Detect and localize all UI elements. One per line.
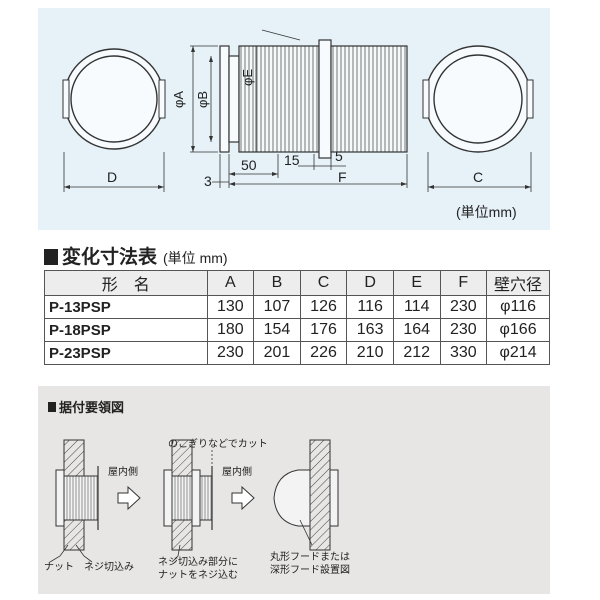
table-cell: 114 [392, 295, 441, 319]
front-view-right [422, 45, 534, 192]
table-cell: 201 [253, 341, 301, 365]
installation-title: 据付要領図 [48, 397, 124, 416]
header-cell: A [206, 270, 255, 296]
table-header-row: 形 名 A B C D E F 壁穴径 [44, 270, 550, 296]
label-screw-nut-line1: ネジ切込み部分に [158, 557, 238, 568]
installation-title-text: 据付要領図 [59, 400, 125, 415]
label-phi-e: φE [240, 69, 255, 86]
table-title-text: 変化寸法表 [62, 247, 158, 268]
header-cell: 形 名 [44, 270, 208, 296]
label-dim-15: 15 [284, 152, 300, 168]
table-unit: (単位 mm) [163, 250, 228, 266]
header-cell: 壁穴径 [486, 270, 550, 296]
header-cell: C [299, 270, 348, 296]
label-saw-cut: のこぎりなどでカット [168, 439, 268, 450]
install-step-1 [49, 439, 99, 563]
table-row: P-13PSP 130 107 126 116 114 230 φ116 [44, 295, 550, 319]
table-cell: 230 [206, 341, 255, 365]
model-cell: P-23PSP [44, 341, 208, 365]
table-cell: 154 [253, 318, 301, 342]
label-thread-in: ネジ切込み [84, 562, 134, 573]
label-dim-50: 50 [241, 157, 257, 173]
install-step-2 [163, 439, 213, 563]
table-cell: 107 [253, 295, 301, 319]
dimension-table: 形 名 A B C D E F 壁穴径 P-13PSP 130 107 126 … [44, 270, 550, 365]
label-d: D [107, 169, 117, 185]
table-row: P-23PSP 230 201 226 210 212 330 φ214 [44, 341, 550, 365]
label-c: C [473, 169, 483, 185]
side-view [190, 29, 408, 188]
label-hood-line2: 深形フード設置図 [270, 565, 350, 576]
label-phi-b: φB [195, 91, 210, 108]
unit-note: (単位mm) [456, 204, 517, 220]
table-cell: 210 [346, 341, 394, 365]
table-cell: 130 [206, 295, 255, 319]
table-cell: 116 [346, 295, 394, 319]
label-dim-3: 3 [204, 173, 212, 189]
label-f: F [338, 169, 347, 185]
label-nut: ナット [44, 562, 74, 573]
label-indoor-1: 屋内側 [108, 467, 138, 478]
table-cell: φ116 [486, 295, 550, 319]
dimension-drawing: φA φB φE D C 3 50 15 5 F [62, 29, 534, 192]
table-cell: 180 [206, 318, 255, 342]
arrow-right-icon [117, 485, 141, 511]
header-cell: B [253, 270, 301, 296]
table-cell: 176 [299, 318, 348, 342]
install-step-3 [273, 439, 339, 551]
square-bullet-icon [48, 402, 56, 412]
label-screw-nut-line2: ナットをネジ込む [158, 570, 238, 581]
label-hood-line1: 丸形フードまたは [270, 552, 350, 563]
arrow-right-icon [231, 485, 255, 511]
table-cell: 226 [299, 341, 348, 365]
front-view-left [62, 48, 166, 192]
header-cell: E [392, 270, 441, 296]
table-cell: 212 [392, 341, 441, 365]
table-cell: φ214 [486, 341, 550, 365]
table-cell: 126 [299, 295, 348, 319]
label-indoor-2: 屋内側 [222, 467, 252, 478]
table-cell: 330 [439, 341, 488, 365]
model-cell: P-13PSP [44, 295, 208, 319]
table-section-title: 変化寸法表 (単位 mm) [44, 242, 228, 269]
table-cell: 163 [346, 318, 394, 342]
label-dim-5: 5 [335, 148, 343, 164]
square-bullet-icon [44, 249, 58, 265]
label-phi-a: φA [171, 91, 186, 108]
